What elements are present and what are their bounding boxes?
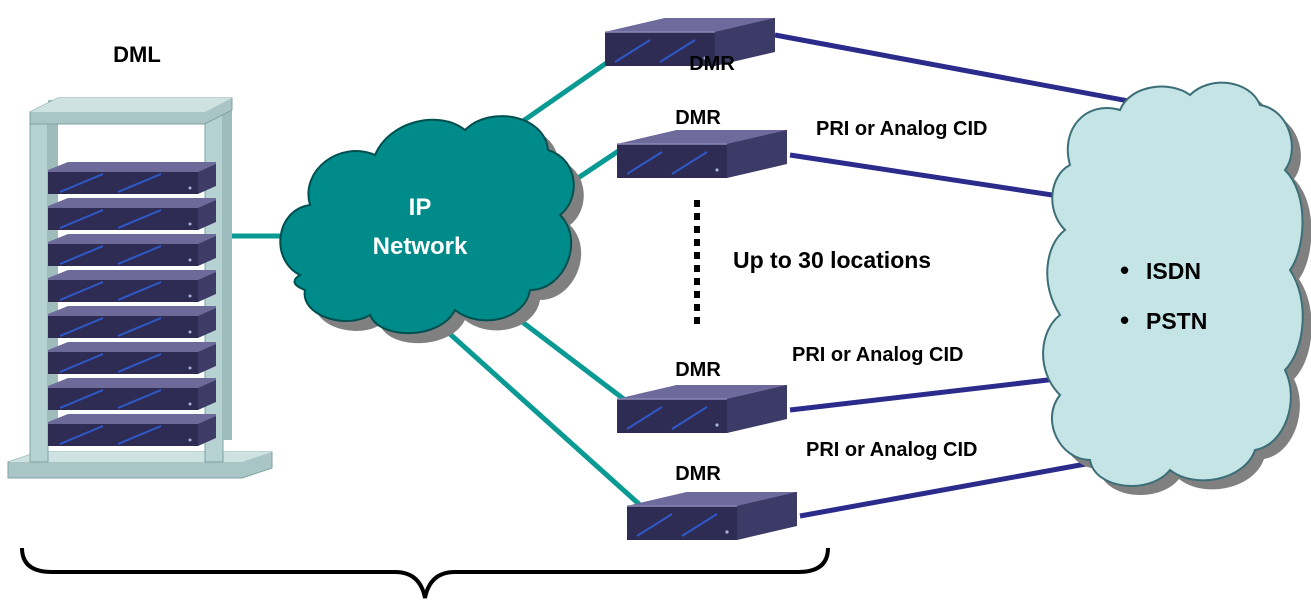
dmr-2-label: DMR xyxy=(675,107,721,129)
locations-note: Up to 30 locations xyxy=(733,247,931,273)
link-dmr-2-to-pstn xyxy=(789,152,1086,203)
blue-links xyxy=(774,32,1151,519)
dmr-device-3 xyxy=(616,384,788,434)
ip-network-label-line1: IP xyxy=(409,194,432,221)
rack-unit xyxy=(47,341,217,375)
pstn-item-pstn: PSTN xyxy=(1146,308,1207,334)
pstn-cloud: • ISDN • PSTN xyxy=(1042,81,1311,496)
pstn-bullet-1: • xyxy=(1120,255,1129,285)
rack-unit xyxy=(47,161,217,195)
rack-unit xyxy=(47,233,217,267)
dml-rack xyxy=(7,97,273,479)
link-label-1: PRI or Analog CID xyxy=(816,118,987,140)
link-ip-to-dmr-4 xyxy=(438,323,642,507)
ip-network-label-line2: Network xyxy=(373,233,468,260)
rack-unit xyxy=(47,413,217,447)
link-label-2: PRI or Analog CID xyxy=(792,344,963,366)
dmr-top-label: DMR xyxy=(689,53,735,75)
link-label-3: PRI or Analog CID xyxy=(806,439,977,461)
grouping-brace xyxy=(20,547,830,599)
rack-unit xyxy=(47,377,217,411)
rack-unit xyxy=(47,305,217,339)
dmr-device-2 xyxy=(616,129,788,179)
ip-network-cloud: IP Network xyxy=(279,115,584,344)
link-dmr-top-to-pstn xyxy=(774,32,1151,108)
pstn-bullet-2: • xyxy=(1120,305,1129,335)
link-dmr-3-to-pstn xyxy=(789,375,1066,413)
link-dmr-4-to-pstn xyxy=(799,452,1136,519)
dmr-device-4 xyxy=(626,491,798,541)
pstn-item-isdn: ISDN xyxy=(1146,258,1201,284)
dml-label: DML xyxy=(113,42,161,67)
rack-unit xyxy=(47,269,217,303)
dmr-4-label: DMR xyxy=(675,463,721,485)
dmr-3-label: DMR xyxy=(675,359,721,381)
rack-unit xyxy=(47,197,217,231)
link-ip-to-dmr-top xyxy=(508,52,620,133)
